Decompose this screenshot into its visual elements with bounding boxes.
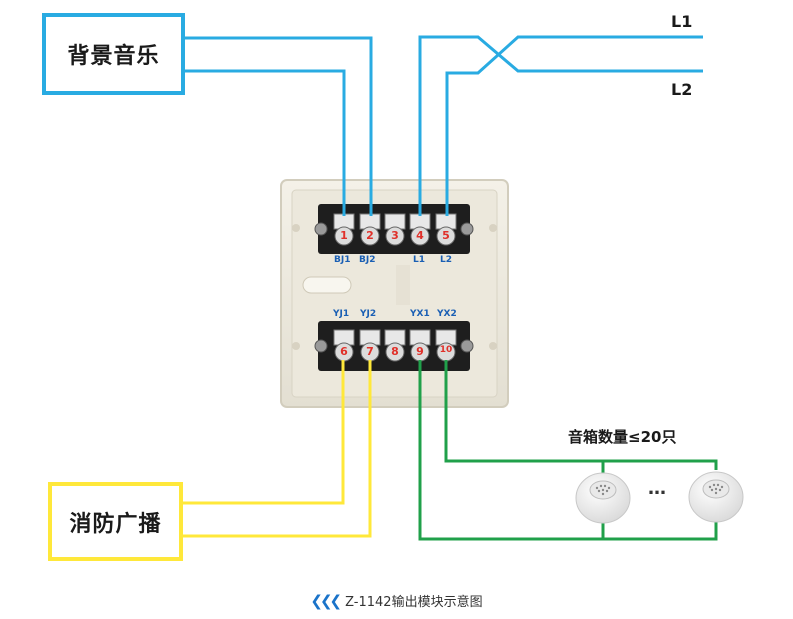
fire-broadcast-label: 消防广播 [69, 511, 162, 537]
terminal-name-l2: L2 [440, 255, 452, 265]
top-terminal-number-2: 2 [366, 229, 374, 242]
top-terminal-screw-1 [334, 226, 354, 246]
more-speakers-ellipsis: … [648, 478, 668, 499]
top-terminal-number-1: 1 [340, 229, 348, 242]
fire-broadcast-wires [183, 360, 372, 538]
top-terminal-screw-3 [385, 226, 405, 246]
top-terminal-number-3: 3 [391, 229, 399, 242]
bottom-terminal-number-9: 9 [416, 345, 424, 358]
top-terminal-number-5: 5 [442, 229, 450, 242]
bottom-terminal-number-8: 8 [391, 345, 399, 358]
speaker-2 [688, 471, 744, 523]
bottom-terminal-number-10: 10 [439, 345, 453, 355]
top-terminal-strip [314, 204, 474, 254]
terminal-name-bj2: BJ2 [359, 255, 376, 265]
terminal-name-l1: L1 [413, 255, 425, 265]
background-music-box: 背景音乐 [42, 13, 185, 95]
line-label-l2: L2 [671, 80, 693, 99]
fire-broadcast-box: 消防广播 [48, 482, 183, 561]
terminal-name-bj1: BJ1 [334, 255, 351, 265]
top-terminal-number-4: 4 [416, 229, 424, 242]
background-music-wires [185, 36, 373, 216]
top-terminal-screw-5 [436, 226, 456, 246]
top-terminal-screw-2 [360, 226, 380, 246]
terminal-name-yx2: YX2 [437, 309, 457, 319]
chevrons-left-icon: ❮❮❮ [310, 592, 342, 610]
top-terminal-screw-4 [410, 226, 430, 246]
bottom-terminal-screw-8 [385, 342, 405, 362]
line-label-l1: L1 [671, 12, 693, 31]
bottom-terminal-number-7: 7 [366, 345, 374, 358]
terminal-name-yx1: YX1 [410, 309, 430, 319]
caption-text: Z-1142输出模块示意图 [345, 595, 483, 610]
line-wires [418, 35, 703, 216]
terminal-name-yj1: YJ1 [333, 309, 350, 319]
background-music-label: 背景音乐 [67, 44, 160, 69]
terminal-name-yj2: YJ2 [360, 309, 377, 319]
caption: ❮❮❮Z-1142输出模块示意图 [0, 591, 793, 610]
speaker-1 [575, 472, 631, 524]
speaker-count-note: 音箱数量≤20只 [568, 428, 677, 446]
bottom-terminal-number-6: 6 [340, 345, 348, 358]
